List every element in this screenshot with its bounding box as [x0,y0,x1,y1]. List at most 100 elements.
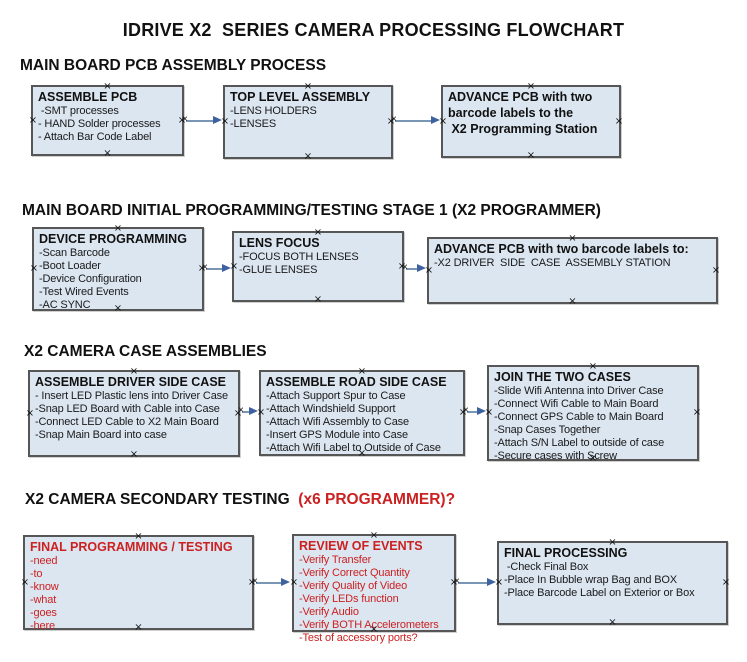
box-item: -what [30,594,57,606]
box-item: -Test Wired Events [39,286,129,298]
connection-handle-icon: × [220,116,230,127]
connection-handle-icon: × [608,617,617,628]
arrow-line-icon [458,582,489,584]
connection-handle-icon: × [526,150,536,161]
box-item: - Insert LED Plastic lens into Driver Ca… [35,390,228,402]
box-title: LENS FOCUS [239,236,320,250]
flow-arrow: × [202,263,231,273]
flow-box-final-programming-testing: FINAL PROGRAMMING / TESTING -need -to -k… [21,532,256,633]
box-title: FINAL PROCESSING [504,546,628,560]
connection-handle-icon: × [256,407,266,418]
box-item: -know [30,581,59,593]
box-item: - HAND Solder processes [38,118,161,130]
connection-handle-icon: × [103,148,112,159]
flow-box-lens-focus: LENS FOCUS -FOCUS BOTH LENSES -GLUE LENS… [229,228,406,305]
box-item: barcode labels to the [448,106,574,120]
section-heading-secondary-testing: X2 CAMERA SECONDARY TESTING (x6 PROGRAMM… [25,491,455,509]
flow-box-join-the-two-cases: JOIN THE TWO CASES -Slide Wifi Antenna i… [484,362,701,464]
box-item: -Verify Transfer [299,554,372,566]
flow-box-assemble-pcb: ASSEMBLE PCB -SMT processes - HAND Solde… [28,82,186,159]
connection-handle-icon: × [454,576,460,587]
arrow-head-icon [487,578,496,586]
arrow-line-icon [395,120,433,122]
box-item: -Connect Wifi Cable to Main Board [494,398,659,410]
box-item: -Verify Correct Quantity [299,567,410,579]
connection-handle-icon: × [303,151,313,162]
box-item: -SMT processes [38,105,119,117]
box-title: REVIEW OF EVENTS [299,539,423,553]
section-heading-red-part: (x6 PROGRAMMER)? [294,491,456,508]
connection-handle-icon: × [463,405,469,416]
connection-handle-icon: × [391,114,397,125]
arrow-head-icon [249,407,258,415]
box-item: -Connect GPS Cable to Main Board [494,411,664,423]
box-item: - Attach Bar Code Label [38,131,152,143]
box-item: -Attach Wifi Label to Outside of Case [266,442,441,454]
box-item: -Test of accessory ports? [299,632,418,644]
connection-handle-icon: × [568,296,577,307]
box-item: -Verify Quality of Video [299,580,408,592]
connection-handle-icon: × [202,262,208,273]
section-heading-black-part: X2 CAMERA SECONDARY TESTING [25,491,294,508]
arrow-head-icon [431,116,440,124]
connection-handle-icon: × [129,449,139,460]
box-item: -Scan Barcode [39,247,110,259]
box-item: -Slide Wifi Antenna into Driver Case [494,385,664,397]
box-item: -goes [30,607,57,619]
connection-handle-icon: × [289,577,299,588]
connection-handle-icon: × [614,115,624,127]
box-title: ADVANCE PCB with two barcode labels to: [434,242,689,256]
box-item: -AC SYNC [39,299,91,311]
connection-handle-icon: × [484,407,494,418]
flow-arrow: × [402,263,426,273]
box-item: -Place In Bubble wrap Bag and BOX [504,574,677,586]
connection-handle-icon: × [29,263,39,274]
box-item: -Place Barcode Label on Exterior or Box [504,587,695,599]
box-item: -Snap LED Board with Cable into Case [35,403,220,415]
connection-handle-icon: × [313,294,323,305]
flow-box-final-processing: FINAL PROCESSING -Check Final Box -Place… [495,538,731,628]
flow-box-advance-pcb-programming-station: ADVANCE PCB with two barcode labels to t… [438,82,624,161]
flow-box-review-of-events: REVIEW OF EVENTS -Verify Transfer -Verif… [289,531,458,645]
arrow-head-icon [417,264,426,272]
flow-box-advance-pcb-driver-side: ADVANCE PCB with two barcode labels to: … [425,234,720,307]
box-item: -Check Final Box [504,561,589,573]
box-item: -X2 DRIVER SIDE CASE ASSEMBLY STATION [434,257,671,269]
section-heading-case-assemblies: X2 CAMERA CASE ASSEMBLIES [24,343,267,360]
box-item: -Device Configuration [39,273,142,285]
box-title: JOIN THE TWO CASES [494,370,631,384]
flow-box-assemble-road-side-case: ASSEMBLE ROAD SIDE CASE -Attach Support … [256,367,467,459]
arrow-line-icon [467,411,479,413]
box-item: -Verify LEDs function [299,593,399,605]
box-item: -Insert GPS Module into Case [266,429,408,441]
arrow-head-icon [222,264,231,272]
box-item: -Attach Windshield Support [266,403,396,415]
box-item: -Secure cases with Screw [494,450,617,462]
flow-arrow: × [391,115,440,125]
box-item: -Verify Audio [299,606,359,618]
connection-handle-icon: × [402,262,408,273]
box-item: X2 Programming Station [448,122,598,136]
box-title: ASSEMBLE ROAD SIDE CASE [266,375,447,389]
box-item: -Attach S/N Label to outside of case [494,437,665,449]
arrow-line-icon [186,120,215,122]
arrow-line-icon [256,582,283,584]
box-item: -Boot Loader [39,260,101,272]
box-item: -LENS HOLDERS [230,105,317,117]
box-item: -Verify BOTH Accelerometers [299,619,439,631]
connection-handle-icon: × [438,115,448,127]
connection-handle-icon: × [28,114,38,126]
arrow-head-icon [281,578,290,586]
flow-arrow: × [182,115,222,125]
connection-handle-icon: × [721,577,731,588]
section-heading-initial-programming: MAIN BOARD INITIAL PROGRAMMING/TESTING S… [22,202,601,219]
arrow-line-icon [242,411,251,413]
flow-box-device-programming: DEVICE PROGRAMMING -Scan Barcode -Boot L… [29,224,206,314]
box-title: ASSEMBLE PCB [38,90,138,104]
flow-box-top-level-assembly: TOP LEVEL ASSEMBLY -LENS HOLDERS -LENSES… [220,82,395,162]
connection-handle-icon: × [229,260,239,272]
box-item: -Attach Wifi Assembly to Case [266,416,409,428]
section-heading-pcb-assembly: MAIN BOARD PCB ASSEMBLY PROCESS [20,57,327,74]
arrow-head-icon [213,116,222,124]
